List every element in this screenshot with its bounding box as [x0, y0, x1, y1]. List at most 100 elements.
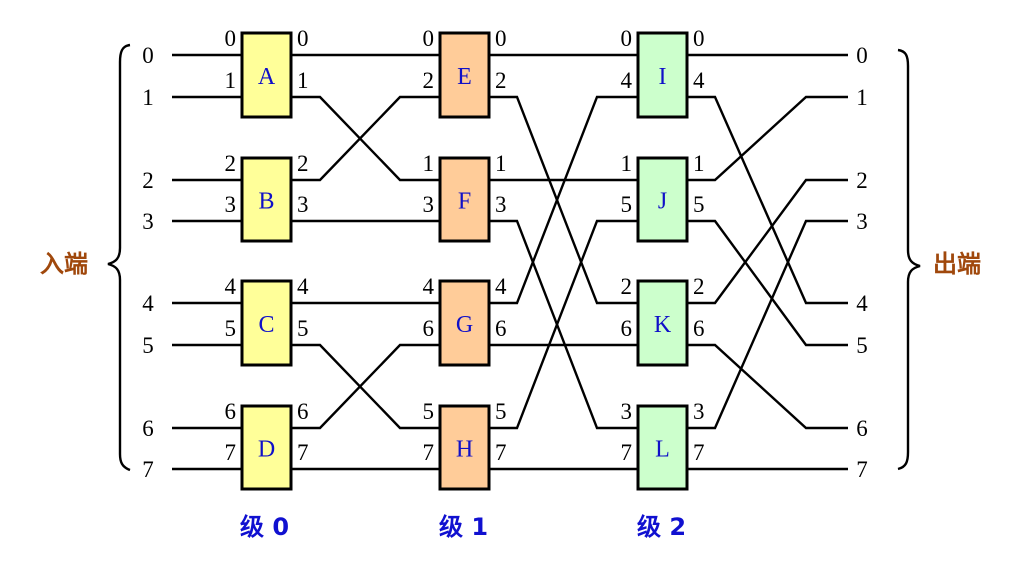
- switch-box: [438, 156, 491, 243]
- link-wire: [489, 219, 638, 430]
- switch-out-port: 0: [495, 26, 507, 51]
- switch-out-port: 4: [693, 68, 705, 93]
- switch-out-port: 6: [495, 316, 507, 341]
- switch-in-port: 3: [621, 399, 633, 424]
- switch-out-port: 7: [693, 440, 705, 465]
- switch-out-port: 0: [693, 26, 705, 51]
- link-wire: [687, 219, 848, 430]
- switch-out-port: 1: [297, 68, 309, 93]
- switch-in-port: 5: [423, 399, 435, 424]
- switch-out-port: 6: [297, 399, 309, 424]
- link-wire: [291, 343, 440, 430]
- switch-out-port: 3: [297, 192, 309, 217]
- input-port-label: 5: [142, 333, 154, 358]
- switch-box: [636, 404, 689, 491]
- switch-in-port: 1: [621, 151, 633, 176]
- switch-out-port: 2: [495, 68, 507, 93]
- switch-in-port: 6: [621, 316, 633, 341]
- switch-name: D: [258, 437, 275, 463]
- input-port-label: 0: [142, 43, 154, 68]
- input-side-label: 入端: [40, 250, 88, 278]
- input-port-label: 7: [142, 457, 154, 482]
- switch-out-port: 4: [297, 274, 309, 299]
- switch-in-port: 7: [621, 440, 633, 465]
- link-wire: [687, 95, 848, 305]
- output-port-label: 0: [856, 43, 868, 68]
- switch-name: G: [456, 312, 473, 338]
- switch-name: J: [658, 189, 667, 215]
- link-wire: [687, 343, 848, 430]
- link-wire: [291, 95, 440, 182]
- switch-E: E0 2 0 2: [423, 26, 507, 119]
- output-port-label: 4: [856, 291, 868, 316]
- switch-in-port: 4: [423, 274, 435, 299]
- switch-boxes: A0101B2323C4545D6767E0202F1313G4646H5757…: [225, 26, 705, 491]
- switch-out-port: 3: [495, 192, 507, 217]
- switch-box: [438, 31, 491, 119]
- link-wire: [687, 178, 848, 305]
- switch-in-port: 0: [621, 26, 633, 51]
- switch-name: K: [654, 312, 672, 338]
- switch-box: [240, 156, 293, 243]
- switch-out-port: 2: [297, 151, 309, 176]
- output-port-label: 3: [856, 209, 868, 234]
- output-port-label: 7: [856, 457, 868, 482]
- switch-in-port: 0: [423, 26, 435, 51]
- switch-in-port: 1: [225, 68, 237, 93]
- link-wire: [687, 219, 848, 347]
- switch-out-port: 7: [495, 440, 507, 465]
- input-port-label: 1: [142, 85, 154, 110]
- switch-in-port: 1: [423, 151, 435, 176]
- stage-label-1: 级 1: [439, 513, 488, 541]
- switch-in-port: 2: [225, 151, 237, 176]
- output-side-label: 出端: [933, 250, 981, 278]
- wires: [172, 53, 848, 471]
- switch-in-port: 0: [225, 26, 237, 51]
- switch-out-port: 7: [297, 440, 309, 465]
- switch-out-port: 5: [495, 399, 507, 424]
- switch-in-port: 3: [225, 192, 237, 217]
- switch-name: E: [457, 64, 472, 90]
- stage-label-0: 级 0: [240, 513, 289, 541]
- switch-in-port: 6: [423, 316, 435, 341]
- switch-name: C: [258, 312, 274, 338]
- switch-out-port: 2: [693, 274, 705, 299]
- input-port-label: 4: [142, 291, 154, 316]
- output-brace: [897, 48, 921, 471]
- switch-G: G4 6 4 6: [423, 274, 507, 367]
- switch-name: I: [659, 64, 667, 90]
- switch-box: [240, 31, 293, 119]
- switch-D: D6 7 6 7: [225, 399, 309, 491]
- input-port-label: 6: [142, 416, 154, 441]
- switch-name: L: [655, 437, 670, 463]
- switch-box: [438, 404, 491, 491]
- switch-out-port: 1: [495, 151, 507, 176]
- switch-box: [438, 279, 491, 367]
- switch-name: H: [456, 437, 473, 463]
- link-wire: [291, 95, 440, 182]
- switch-in-port: 6: [225, 399, 237, 424]
- switch-out-port: 5: [297, 316, 309, 341]
- switch-box: [240, 279, 293, 367]
- switch-in-port: 7: [225, 440, 237, 465]
- input-brace: [107, 43, 131, 472]
- link-wire: [291, 343, 440, 430]
- switch-in-port: 7: [423, 440, 435, 465]
- switch-out-port: 6: [693, 316, 705, 341]
- switch-out-port: 4: [495, 274, 507, 299]
- output-port-label: 2: [856, 168, 868, 193]
- switch-box: [636, 279, 689, 367]
- switch-in-port: 4: [225, 274, 237, 299]
- switch-name: A: [258, 64, 276, 90]
- link-wire: [489, 219, 638, 430]
- link-wire: [687, 95, 848, 182]
- switch-in-port: 2: [423, 68, 435, 93]
- link-wire: [489, 95, 638, 305]
- switch-in-port: 3: [423, 192, 435, 217]
